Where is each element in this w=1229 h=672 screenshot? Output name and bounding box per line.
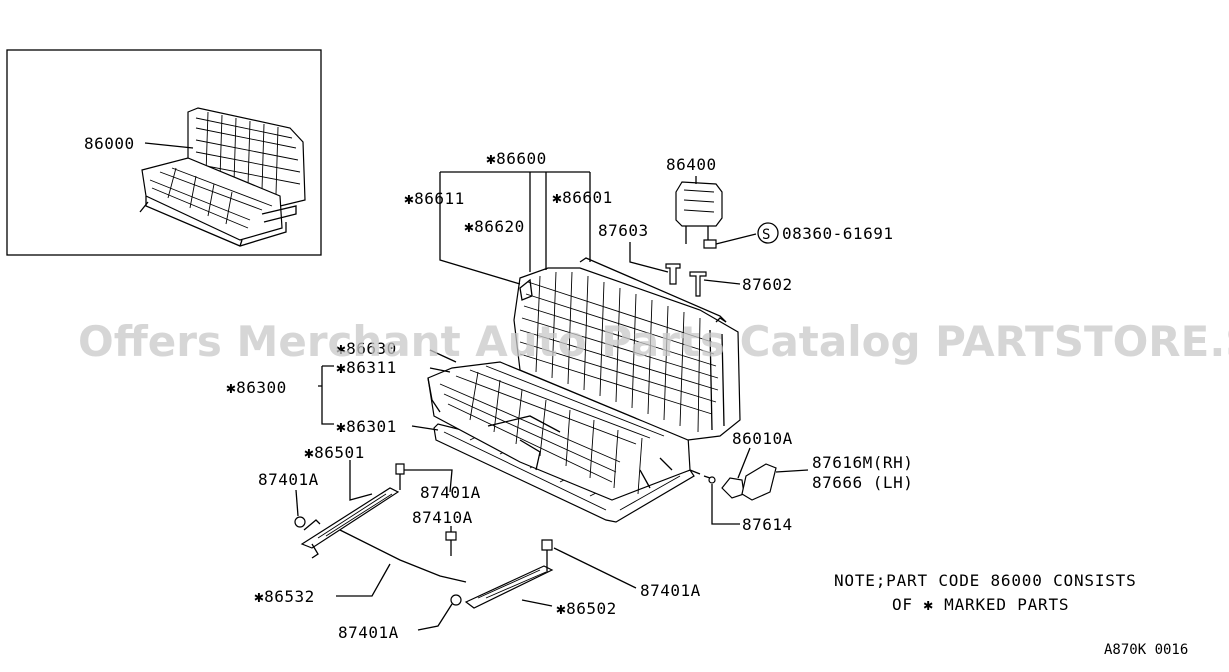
s-circle-symbol: [757, 222, 779, 244]
label-86620: ✱86620: [464, 217, 525, 236]
label-08360-61691: 08360-61691: [782, 224, 893, 243]
inset-frame: [6, 49, 322, 256]
label-86600: ✱86600: [486, 149, 547, 168]
label-87666-lh: 87666 (LH): [812, 473, 913, 492]
label-87401A-left: 87401A: [258, 470, 319, 489]
label-87603: 87603: [598, 221, 649, 240]
label-87616M-rh: 87616M(RH): [812, 453, 913, 472]
label-86630: ✱86630: [336, 339, 397, 358]
label-86010A: 86010A: [732, 429, 793, 448]
leader-lines: [295, 171, 809, 631]
label-87401A-bottom: 87401A: [338, 623, 399, 642]
label-86601: ✱86601: [552, 188, 613, 207]
figure-code: A870K 0016: [1104, 642, 1188, 658]
label-86000: 86000: [84, 134, 135, 153]
label-87614: 87614: [742, 515, 793, 534]
callout-labels: ✱86600 ✱86611 ✱86601 ✱86620 86400 87603 …: [226, 149, 913, 642]
main-seat-illustration: [427, 257, 741, 523]
label-87401A-lower-right: 87401A: [640, 581, 701, 600]
label-86400: 86400: [666, 155, 717, 174]
label-86611: ✱86611: [404, 189, 465, 208]
seat-slide-rails: [294, 463, 554, 609]
inset-seat-illustration: [139, 107, 306, 247]
side-cover-parts: [689, 463, 777, 501]
leader-86000: [144, 142, 194, 149]
label-87410A: 87410A: [412, 508, 473, 527]
label-08360-prefix: S: [762, 227, 770, 243]
note-line-2: OF ✱ MARKED PARTS: [892, 595, 1069, 614]
label-86502: ✱86502: [556, 599, 617, 618]
watermark: Offers Merchant Auto Parts Catalog PARTS…: [78, 317, 1229, 366]
parts-note: NOTE;PART CODE 86000 CONSISTS OF ✱ MARKE…: [834, 571, 1137, 614]
label-86532: ✱86532: [254, 587, 315, 606]
inset-panel: 86000: [6, 49, 322, 256]
headrest-guides: [665, 263, 707, 297]
label-86301: ✱86301: [336, 417, 397, 436]
label-86501: ✱86501: [304, 443, 365, 462]
label-86300: ✱86300: [226, 378, 287, 397]
label-87602: 87602: [742, 275, 793, 294]
note-line-1: NOTE;PART CODE 86000 CONSISTS: [834, 571, 1137, 590]
label-86311: ✱86311: [336, 358, 397, 377]
label-87401A-upper: 87401A: [420, 483, 481, 502]
headrest-illustration: [675, 181, 723, 249]
